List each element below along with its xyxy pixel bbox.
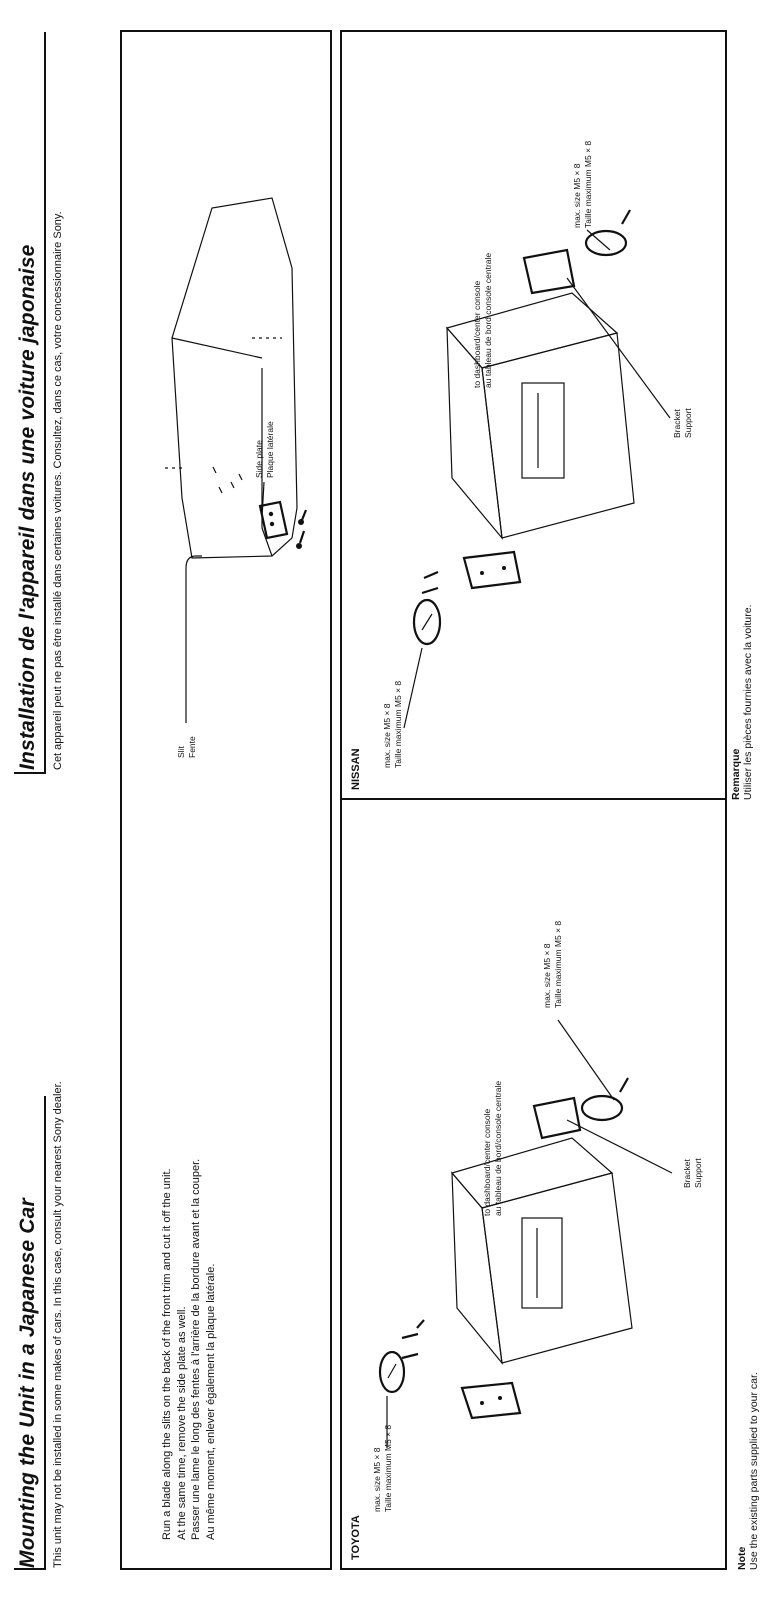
side-plate-diagram <box>162 197 308 723</box>
french-title-rule <box>44 32 46 774</box>
remarque-text: Utiliser les pièces fournies avec la voi… <box>742 604 754 800</box>
remarque-heading: Remarque <box>730 748 742 800</box>
english-title-rule <box>44 1096 46 1570</box>
side-plate-box: Run a blade along the slits on the back … <box>120 30 332 1570</box>
car-mounting-box: TOYOTA max. size M5 × 8 Taille maximum M… <box>340 30 727 1570</box>
english-title-bar <box>14 1568 44 1570</box>
nissan-diagram <box>403 209 671 729</box>
note-heading: Note <box>736 1546 748 1570</box>
toyota-diagram <box>378 1019 673 1448</box>
english-intro: This unit may not be installed in some m… <box>52 1081 64 1568</box>
french-title-bar <box>14 772 44 774</box>
english-title: Mounting the Unit in a Japanese Car <box>16 1198 39 1568</box>
french-title: Installation de l'appareil dans une voit… <box>16 244 39 770</box>
french-intro: Cet appareil peut ne pas être installé d… <box>52 211 64 770</box>
note-text: Use the existing parts supplied to your … <box>748 1372 760 1570</box>
french-note: Remarque Utiliser les pièces fournies av… <box>730 604 754 800</box>
english-note: Note Use the existing parts supplied to … <box>736 1372 760 1570</box>
